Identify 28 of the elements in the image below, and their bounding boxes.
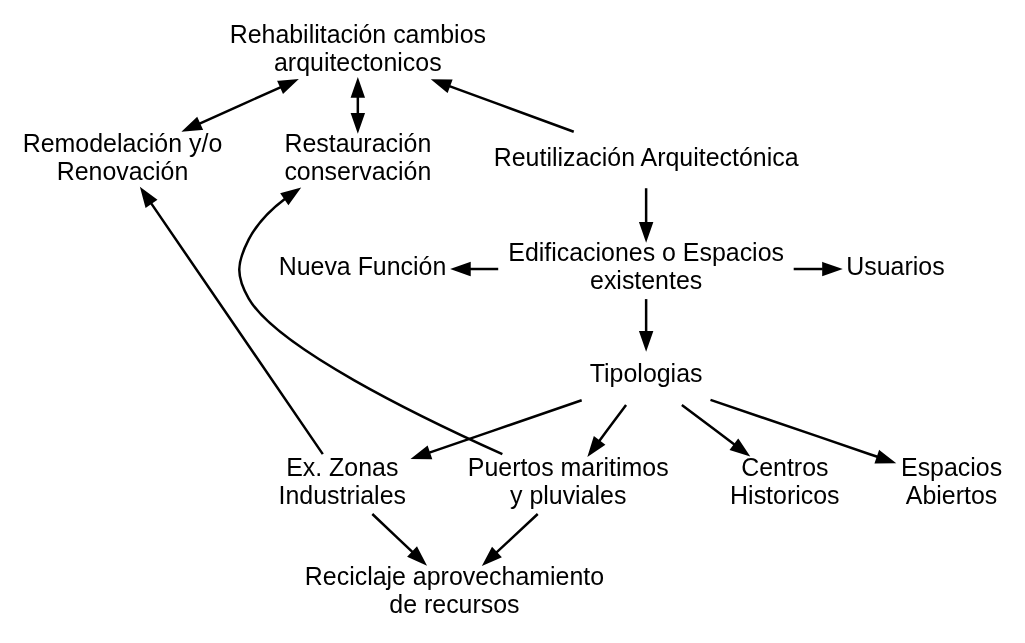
arrow <box>350 76 366 134</box>
arrow <box>481 512 539 566</box>
node-text: Centros Historicos <box>730 452 840 509</box>
arrow <box>638 298 654 352</box>
arrow <box>139 186 324 455</box>
arrow <box>587 403 628 457</box>
arrow <box>681 403 751 457</box>
node-text: Ex. Zonas Industriales <box>278 452 406 509</box>
arrow <box>710 398 897 463</box>
arrow <box>181 78 299 132</box>
node-text: Puertos maritimos y pluviales <box>467 452 669 509</box>
arrow <box>238 186 503 455</box>
arrow <box>638 187 654 243</box>
node-text: Restauración conservación <box>284 128 432 185</box>
arrow <box>450 261 499 276</box>
node-text: Espacios Abiertos <box>901 452 1003 509</box>
node-text: Reutilización Arquitectónica <box>493 142 799 171</box>
node-text: Tipologias <box>589 358 703 387</box>
arrow <box>430 78 575 133</box>
node-text: Usuarios <box>846 251 945 280</box>
node-text: Edificaciones o Espacios existentes <box>508 237 784 294</box>
node-text: Remodelación y/o Renovación <box>22 128 223 185</box>
arrow <box>793 261 843 276</box>
node-text: Nueva Función <box>278 251 447 280</box>
arrow <box>410 398 583 459</box>
node-text: Rehabilitación cambios arquitectonicos <box>229 19 486 76</box>
node-text: Reciclaje aprovechamiento de recursos <box>304 561 605 618</box>
arrow <box>371 512 428 566</box>
